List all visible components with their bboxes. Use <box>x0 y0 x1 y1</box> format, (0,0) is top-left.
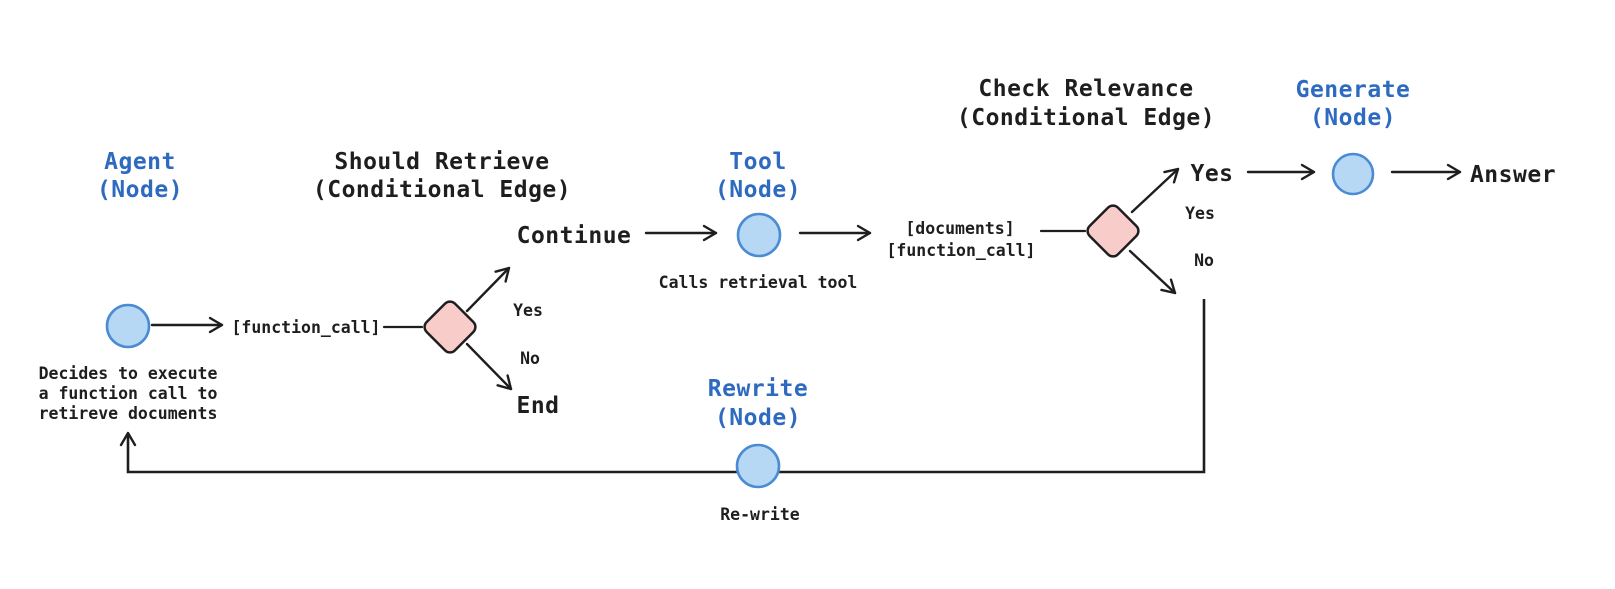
agent-caption-line-1: Decides to execute <box>39 364 218 383</box>
rewrite-node-circle <box>735 443 781 489</box>
check-relevance-yes-arrow <box>1130 167 1180 214</box>
decision-diamonds-layer <box>423 204 1140 354</box>
rewrite-title: Rewrite <box>708 376 808 402</box>
agent-title: Agent <box>104 149 176 175</box>
check-relevance-decision-diamond <box>1086 204 1140 258</box>
check-relevance-yes-target-label: Yes <box>1190 161 1233 187</box>
documents-label: [documents] <box>905 219 1014 238</box>
should-retrieve-yes-arrow <box>465 266 511 313</box>
should-retrieve-no-arrow <box>465 342 513 391</box>
should-retrieve-decision-diamond <box>423 300 477 354</box>
agent-subtitle: (Node) <box>97 177 183 203</box>
blue-headings-layer: Agent (Node) Tool (Node) Generate (Node)… <box>97 77 1410 431</box>
should-retrieve-title: Should Retrieve <box>334 149 549 175</box>
continue-label: Continue <box>517 223 632 249</box>
generate-title: Generate <box>1296 77 1411 103</box>
ink-text-layer: Should Retrieve (Conditional Edge) Check… <box>39 76 1556 524</box>
tool-subtitle: (Node) <box>715 177 801 203</box>
should-retrieve-no-label: No <box>520 349 540 368</box>
tool-caption: Calls retrieval tool <box>659 273 858 292</box>
tool-node-circle <box>736 212 782 258</box>
edges-layer <box>119 163 1462 474</box>
function-call-output-label: [function_call] <box>886 241 1035 260</box>
function-call-label: [function_call] <box>231 318 380 337</box>
check-relevance-no-label: No <box>1194 251 1214 270</box>
agent-caption-line-3: retireve documents <box>39 404 218 423</box>
rewrite-subtitle: (Node) <box>715 405 801 431</box>
rewrite-caption: Re-write <box>720 505 800 524</box>
agent-caption-line-2: a function call to <box>39 384 218 403</box>
end-label: End <box>516 393 559 419</box>
rewrite-feedback-path <box>119 299 1206 474</box>
generate-subtitle: (Node) <box>1310 105 1396 131</box>
check-relevance-subtitle: (Conditional Edge) <box>957 105 1215 131</box>
check-relevance-yes-label: Yes <box>1185 204 1215 223</box>
check-relevance-no-arrow <box>1128 249 1177 295</box>
tool-title: Tool <box>729 149 786 175</box>
should-retrieve-subtitle: (Conditional Edge) <box>313 177 571 203</box>
agent-node-circle <box>105 303 151 349</box>
node-circles-layer <box>105 152 1375 489</box>
check-relevance-title: Check Relevance <box>978 76 1193 102</box>
should-retrieve-yes-label: Yes <box>513 301 543 320</box>
answer-label: Answer <box>1470 162 1556 188</box>
generate-node-circle <box>1331 152 1375 196</box>
